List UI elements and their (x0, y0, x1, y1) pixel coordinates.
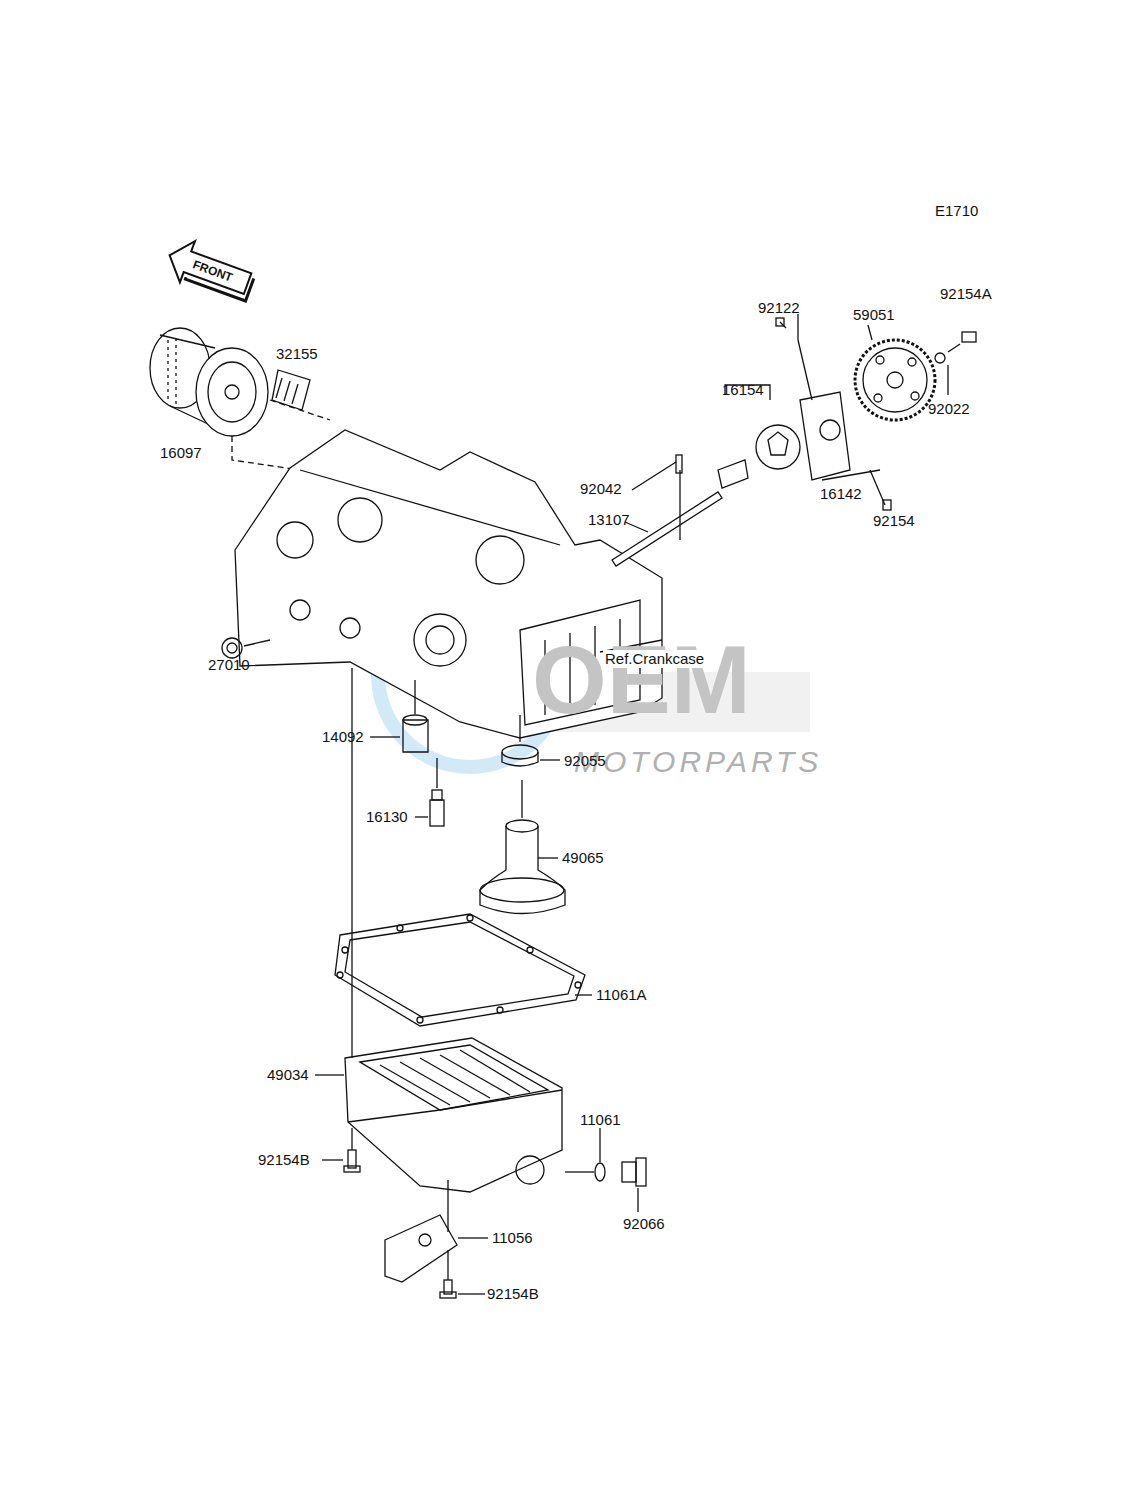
callout-number: 92122 (758, 299, 800, 317)
callout-number: 11056 (492, 1229, 533, 1247)
drain-plug (595, 1158, 646, 1186)
frame-code: E1710 (935, 202, 978, 220)
callout-number: 16097 (160, 444, 202, 462)
callout-number: 92022 (928, 400, 970, 418)
watermark-text: MOTORPARTS (574, 745, 822, 779)
callout-number: 49034 (267, 1066, 309, 1084)
callout-number: 16154 (722, 381, 764, 399)
callout-number: 92154A (940, 285, 992, 303)
callout-number: 16130 (366, 808, 408, 826)
callout-number: 92154B (258, 1151, 310, 1169)
callout-number: 92055 (564, 752, 606, 770)
callout-number: 13107 (588, 511, 630, 529)
callout-number: 16142 (820, 485, 862, 503)
callout-number: 14092 (322, 728, 364, 746)
oil-pan (345, 1038, 562, 1192)
callout-number: 92066 (623, 1215, 665, 1233)
front-arrow (162, 235, 259, 306)
bracket (385, 1215, 457, 1282)
gasket (335, 914, 585, 1026)
plug (222, 638, 242, 658)
bolt (440, 1280, 456, 1298)
strainer (480, 745, 565, 914)
nipple (272, 370, 310, 410)
oil-filter (150, 328, 268, 436)
callout-number: 92042 (580, 480, 622, 498)
callout-number: 32155 (276, 345, 318, 363)
bolt (344, 1150, 360, 1172)
oil-pump (612, 318, 976, 566)
callout-number: 49065 (562, 849, 604, 867)
watermark-text: OEM (532, 630, 751, 730)
oil-jet (403, 715, 444, 826)
callout-number: 11061A (596, 986, 647, 1004)
callout-number: 11061 (580, 1111, 621, 1129)
callout-number: 92154B (487, 1285, 539, 1303)
callout-number: 27010 (208, 656, 250, 674)
callout-number: 92154 (873, 512, 915, 530)
reference-note: Ref.Crankcase (603, 650, 706, 668)
callout-number: 59051 (853, 306, 895, 324)
